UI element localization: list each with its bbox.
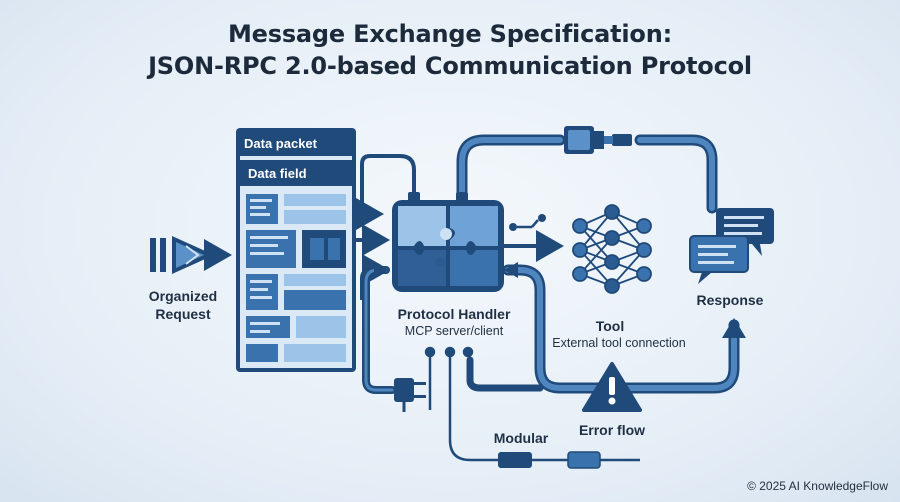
- modular-label: Modular: [493, 430, 549, 446]
- title-line-1: Message Exchange Specification:: [228, 20, 672, 48]
- response-label: Response: [696, 292, 764, 308]
- handler-sublabel: MCP server/client: [404, 324, 504, 338]
- title-line-2: JSON-RPC 2.0-based Communication Protoco…: [148, 52, 752, 80]
- tool-sublabel: External tool connection: [552, 336, 686, 350]
- chat-bubbles-icon: [689, 208, 774, 284]
- packet-header: Data packet: [244, 136, 318, 151]
- tool-label: Tool: [595, 318, 625, 334]
- connector-icon: [564, 126, 632, 154]
- right-arrow-icon: [374, 262, 388, 278]
- left-arrow-icon: [504, 262, 518, 278]
- up-arrow-icon: [722, 318, 746, 338]
- error-flow-label: Error flow: [578, 422, 646, 438]
- data-packet-card: [236, 128, 356, 372]
- copyright-footer: © 2025 AI KnowledgeFlow: [747, 479, 888, 493]
- packet-field-label: Data field: [248, 166, 307, 181]
- modular-connector-icon: [498, 451, 601, 469]
- handler-label: Protocol Handler: [397, 306, 511, 322]
- modular-wires: [424, 346, 640, 462]
- link-dots: [509, 214, 546, 231]
- warning-icon: [582, 362, 642, 412]
- puzzle-icon: [392, 192, 504, 292]
- plug-pipe: [362, 266, 396, 394]
- plug-icon: [394, 378, 426, 412]
- neural-network-icon: [572, 204, 652, 294]
- forward-arrow-icon: [150, 236, 214, 274]
- error-flow-pipe: [466, 264, 740, 394]
- request-label: Organized Request: [148, 288, 218, 322]
- response-pipe: [456, 134, 718, 214]
